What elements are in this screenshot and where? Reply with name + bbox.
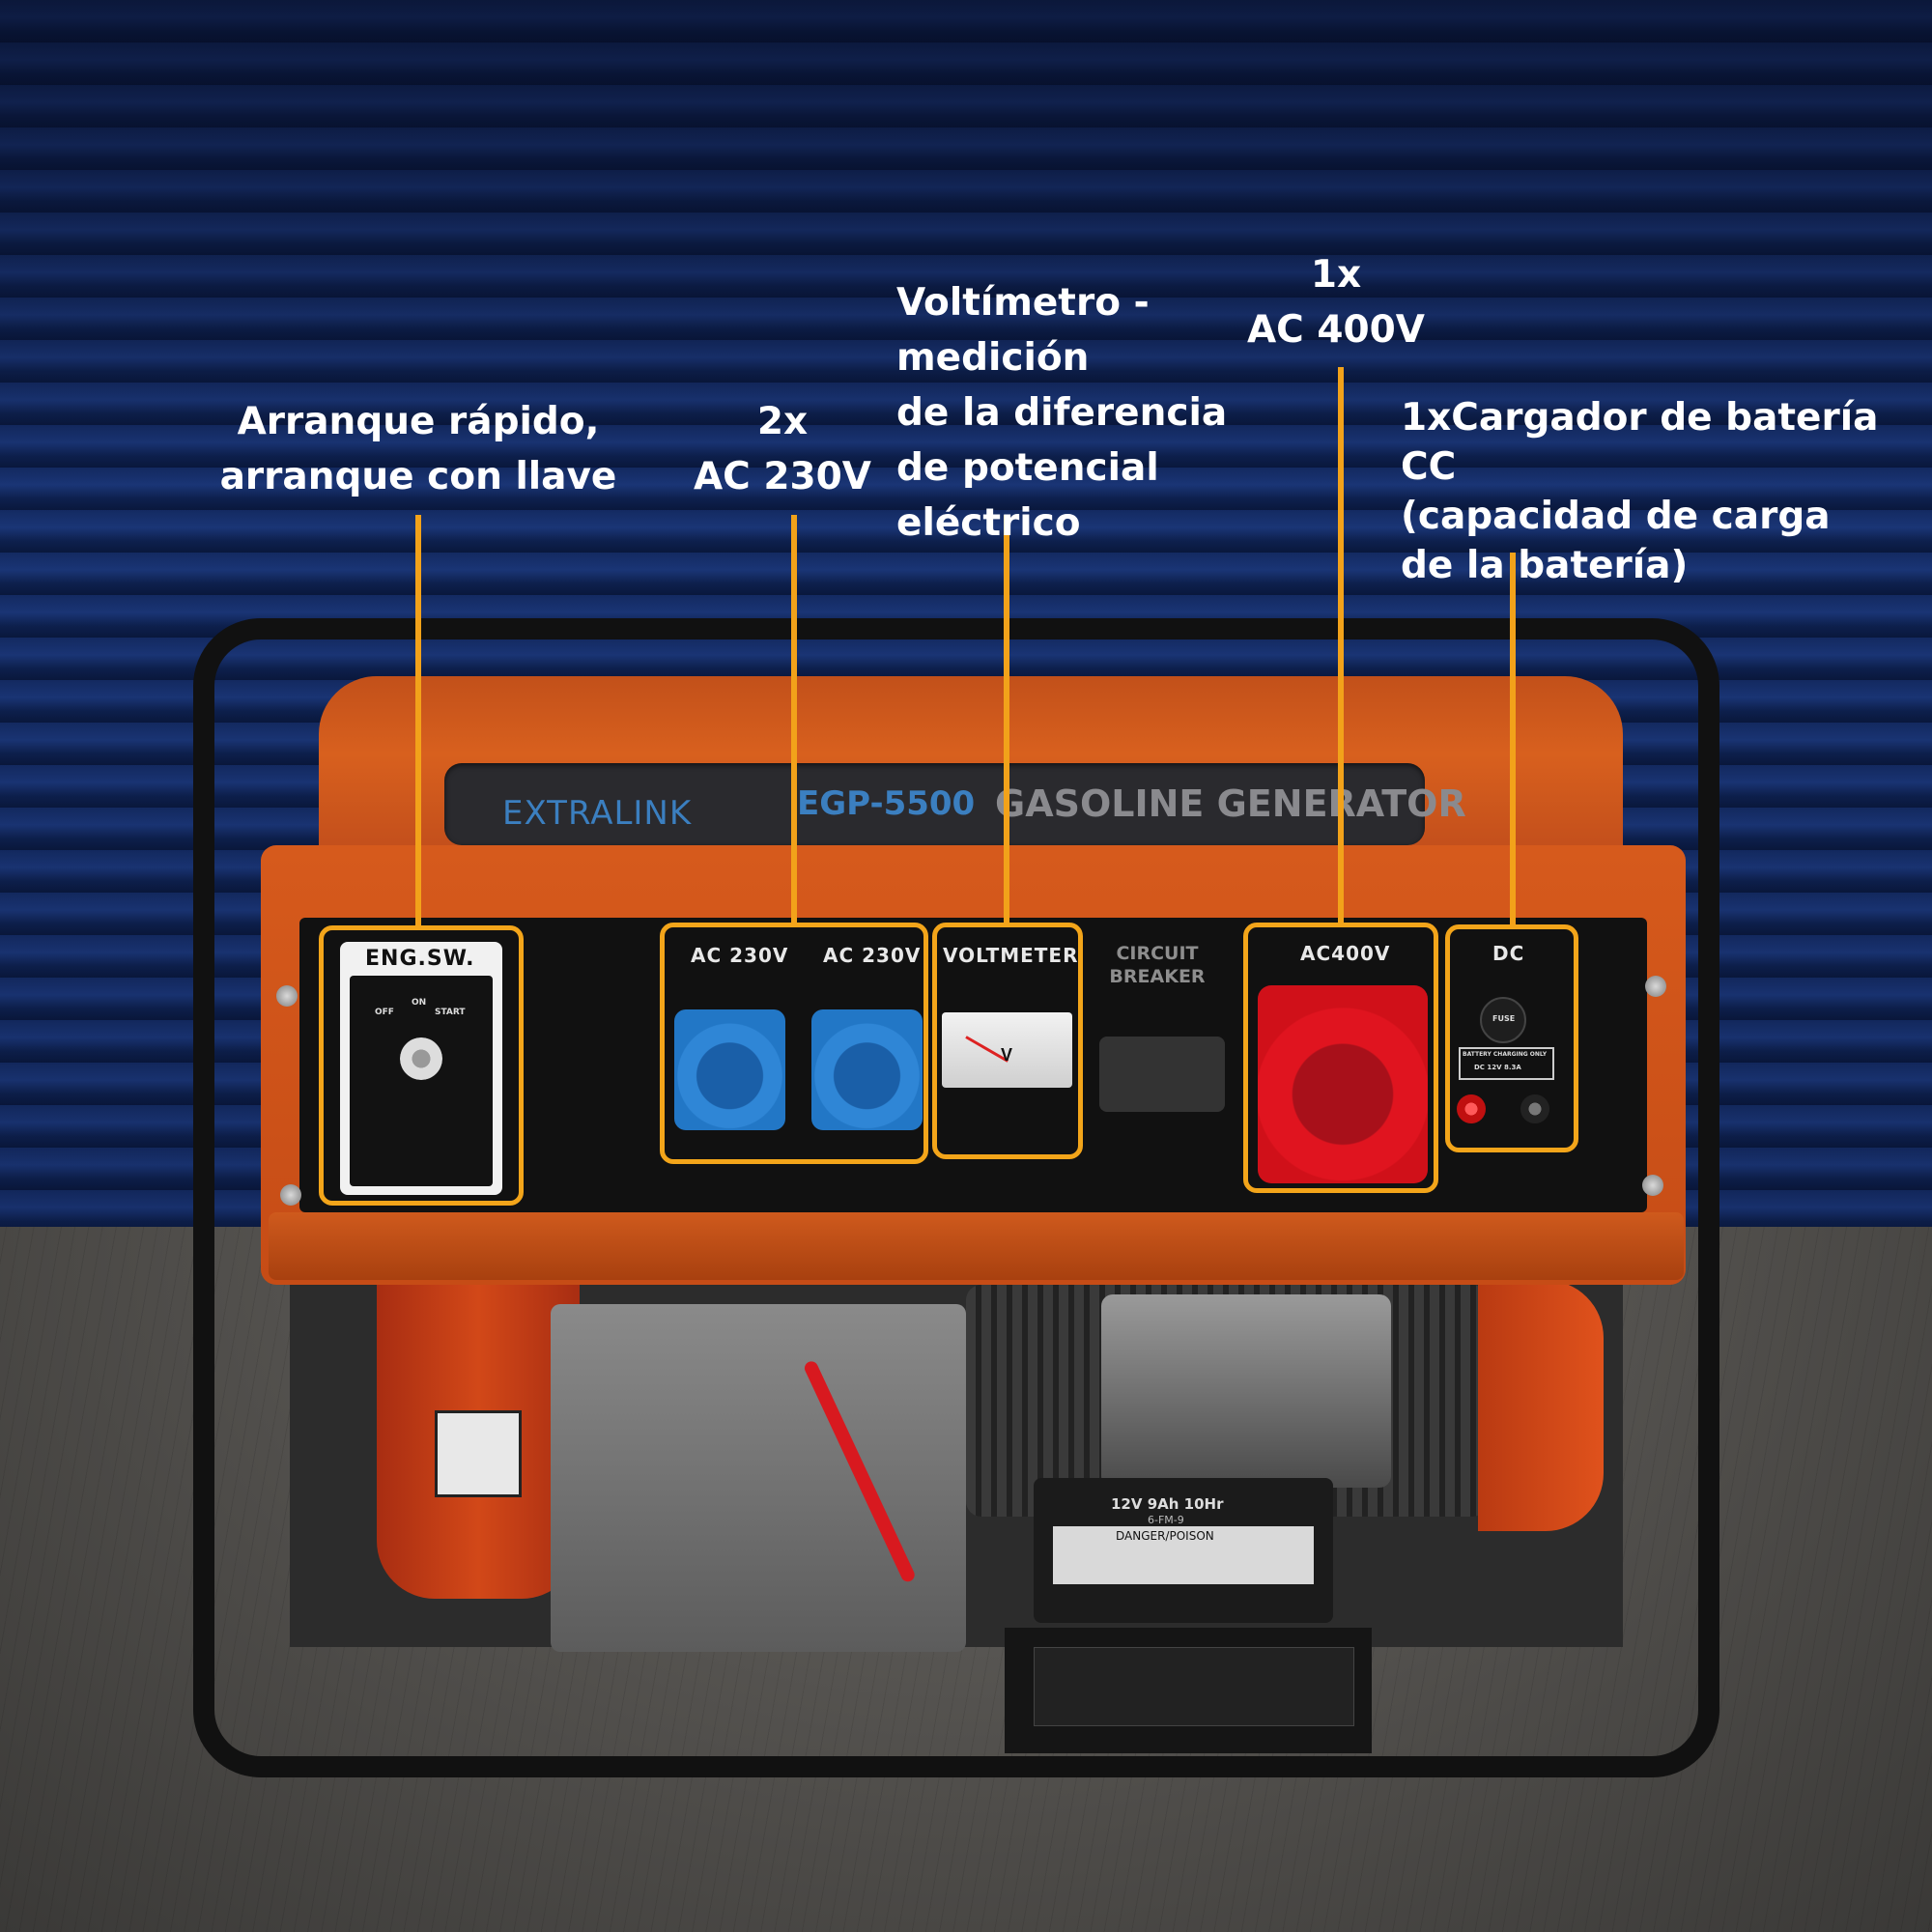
brand-plate [444, 763, 1425, 845]
dc-label: DC [1492, 942, 1525, 965]
alternator-end-cap [1478, 1280, 1604, 1531]
battery-model: 6-FM-9 [1148, 1514, 1184, 1526]
model-number: EGP-5500 [797, 784, 976, 823]
ac400-socket[interactable] [1258, 985, 1428, 1183]
leader-ac400 [1338, 367, 1344, 923]
start-label: START [435, 1008, 466, 1017]
ac230-socket-a[interactable] [674, 1009, 785, 1130]
alternator-housing [1101, 1294, 1391, 1488]
voltmeter-gauge [942, 1012, 1072, 1088]
brand-logo: EXTRALINK [502, 794, 693, 833]
callout-voltmeter: Voltímetro - medición de la diferencia d… [896, 281, 1228, 545]
battery-charging-plate: BATTERY CHARGING ONLY DC 12V 8.3A [1459, 1047, 1554, 1080]
highlight-ac400 [1243, 923, 1438, 1193]
ac230-label-a: AC 230V [691, 944, 789, 967]
highlight-voltmeter [932, 923, 1083, 1159]
highlight-ac230 [660, 923, 928, 1164]
product-type: GASOLINE GENERATOR [995, 782, 1466, 825]
ac230-label-b: AC 230V [823, 944, 922, 967]
screw [276, 985, 298, 1007]
dc-positive-terminal[interactable] [1457, 1094, 1486, 1123]
ac230-socket-b[interactable] [811, 1009, 923, 1130]
panel-base-band [269, 1212, 1684, 1280]
eng-sw-label: ENG.SW. [365, 947, 475, 971]
ignition-key-slot[interactable] [400, 1037, 442, 1080]
ignition-panel [350, 976, 493, 1186]
dc-rating: DC 12V 8.3A [1474, 1064, 1521, 1071]
screw [1645, 976, 1666, 997]
highlight-dc [1445, 924, 1578, 1152]
battery-warning-text: DANGER/POISON [1116, 1529, 1214, 1543]
callout-dc-charger: 1xCargador de batería CC (capacidad de c… [1401, 396, 1879, 587]
circuit-breaker-label-1: CIRCUIT [1116, 943, 1199, 964]
callout-key-start: Arranque rápido, arranque con llave [219, 400, 617, 498]
voltmeter-label: VOLTMETER [943, 944, 1079, 967]
callout-ac230: 2x AC 230V [694, 400, 871, 498]
circuit-breaker-label: CIRCUIT BREAKER [1109, 942, 1206, 988]
fuse-label: FUSE [1492, 1014, 1516, 1023]
callout-ac400: 1x AC 400V [1247, 253, 1425, 352]
on-label: ON [412, 998, 427, 1008]
dc-negative-terminal[interactable] [1520, 1094, 1549, 1123]
leader-dc [1510, 553, 1516, 924]
screw [1642, 1175, 1663, 1196]
circuit-breaker-switch[interactable] [1099, 1037, 1225, 1112]
engine-block [551, 1304, 966, 1652]
battery-charging-text: BATTERY CHARGING ONLY [1463, 1051, 1548, 1058]
highlight-ignition [319, 925, 524, 1206]
screw [280, 1184, 301, 1206]
leader-key-start [415, 515, 421, 925]
leader-ac230 [791, 515, 797, 923]
voltmeter-unit: V [1001, 1045, 1013, 1065]
ac400-label: AC400V [1300, 942, 1391, 965]
leader-voltmeter [1004, 515, 1009, 923]
off-label: OFF [375, 1008, 394, 1017]
battery-spec: 12V 9Ah 10Hr [1111, 1495, 1224, 1513]
fuse-holder[interactable]: FUSE [1480, 997, 1526, 1043]
warning-sticker [435, 1410, 522, 1497]
circuit-breaker-label-2: BREAKER [1109, 966, 1206, 987]
battery-warning-label: DANGER/POISON [1053, 1526, 1314, 1584]
battery-info-label [1034, 1647, 1354, 1726]
